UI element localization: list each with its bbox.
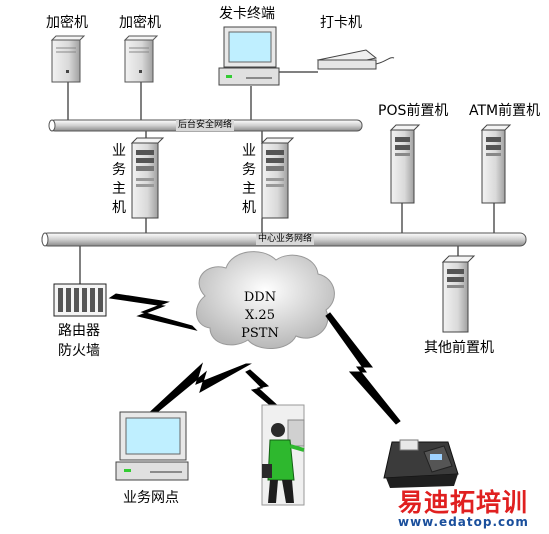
branch-terminal-icon: [115, 411, 189, 481]
watermark-url: www.edatop.com: [398, 515, 529, 529]
firewall-label: 防火墙: [58, 343, 100, 359]
business-host-2-icon: [260, 137, 295, 219]
other-frontend-label: 其他前置机: [424, 340, 494, 356]
encryptor-1-icon: [50, 35, 86, 83]
pos-device-icon: [383, 439, 459, 488]
pos-frontend-label: POS前置机: [378, 103, 449, 119]
encryptor-1-label: 加密机: [46, 15, 88, 31]
branch-label: 业务网点: [123, 490, 179, 506]
business-host-2-label: 业务主机: [242, 143, 256, 216]
issuing-terminal-label: 发卡终端: [219, 6, 275, 22]
issuing-terminal-icon: [218, 26, 280, 86]
business-host-1-label: 业务主机: [112, 143, 126, 216]
back-office-network-label: 后台安全网络: [176, 120, 235, 131]
cloud-label-ddn: DDN: [243, 290, 277, 305]
cloud-label-pstn: PSTN: [241, 326, 279, 341]
router-label: 路由器: [58, 323, 100, 339]
wireless-link-bolts: [108, 293, 401, 425]
atm-frontend-icon: [480, 124, 512, 204]
business-host-1-icon: [130, 137, 165, 219]
encryptor-2-icon: [123, 35, 159, 83]
central-network-label: 中心业务网络: [256, 234, 315, 245]
cloud-label-x25: X.25: [245, 308, 275, 323]
pos-frontend-icon: [389, 124, 421, 204]
card-printer-icon: [316, 49, 395, 70]
atm-frontend-label: ATM前置机: [469, 103, 541, 119]
other-frontend-icon: [441, 255, 476, 333]
atm-user-icon: [261, 404, 305, 506]
watermark-brand: 易迪拓培训: [398, 488, 529, 517]
router-firewall-icon: [53, 283, 107, 317]
encryptor-2-label: 加密机: [119, 15, 161, 31]
card-printer-label: 打卡机: [320, 15, 362, 31]
wan-cloud-icon: [196, 251, 335, 349]
